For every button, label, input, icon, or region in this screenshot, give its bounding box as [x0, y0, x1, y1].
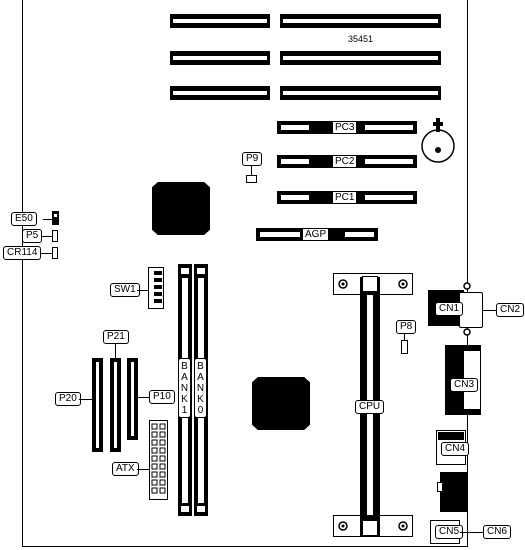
board-number: 35451 — [348, 34, 374, 44]
e50-label: E50 — [11, 212, 37, 226]
e50-jumper — [52, 211, 59, 225]
pc1-label: PC1 — [333, 192, 357, 203]
chipset-chip-upper — [152, 182, 210, 235]
p10-label: P10 — [149, 390, 175, 404]
board-outline — [22, 0, 468, 547]
p9-label: P9 — [242, 152, 263, 166]
p5-label: P5 — [22, 229, 43, 243]
pc2-label: PC2 — [333, 156, 357, 167]
p9-jumper — [246, 175, 257, 183]
cn5-label: CN5 — [435, 525, 464, 539]
cn3-label: CN3 — [450, 378, 479, 392]
cn6-label: CN6 — [483, 525, 512, 539]
p20-label: P20 — [55, 392, 81, 406]
p5-jumper — [52, 230, 58, 242]
p8-jumper — [401, 340, 408, 354]
chipset-chip-lower — [252, 377, 310, 430]
cn1-label: CN1 — [435, 302, 464, 316]
rear-io-block — [440, 472, 468, 512]
cpu-label: CPU — [355, 400, 385, 414]
p21-label: P21 — [103, 330, 129, 344]
cn4-label: CN4 — [441, 442, 470, 456]
cn2-label: CN2 — [496, 303, 525, 317]
cr114-label: CR114 — [3, 246, 42, 260]
pc3-label: PC3 — [333, 122, 357, 133]
p8-label: P8 — [396, 320, 417, 334]
agp-label: AGP — [303, 229, 329, 240]
cr114-led — [52, 247, 58, 259]
